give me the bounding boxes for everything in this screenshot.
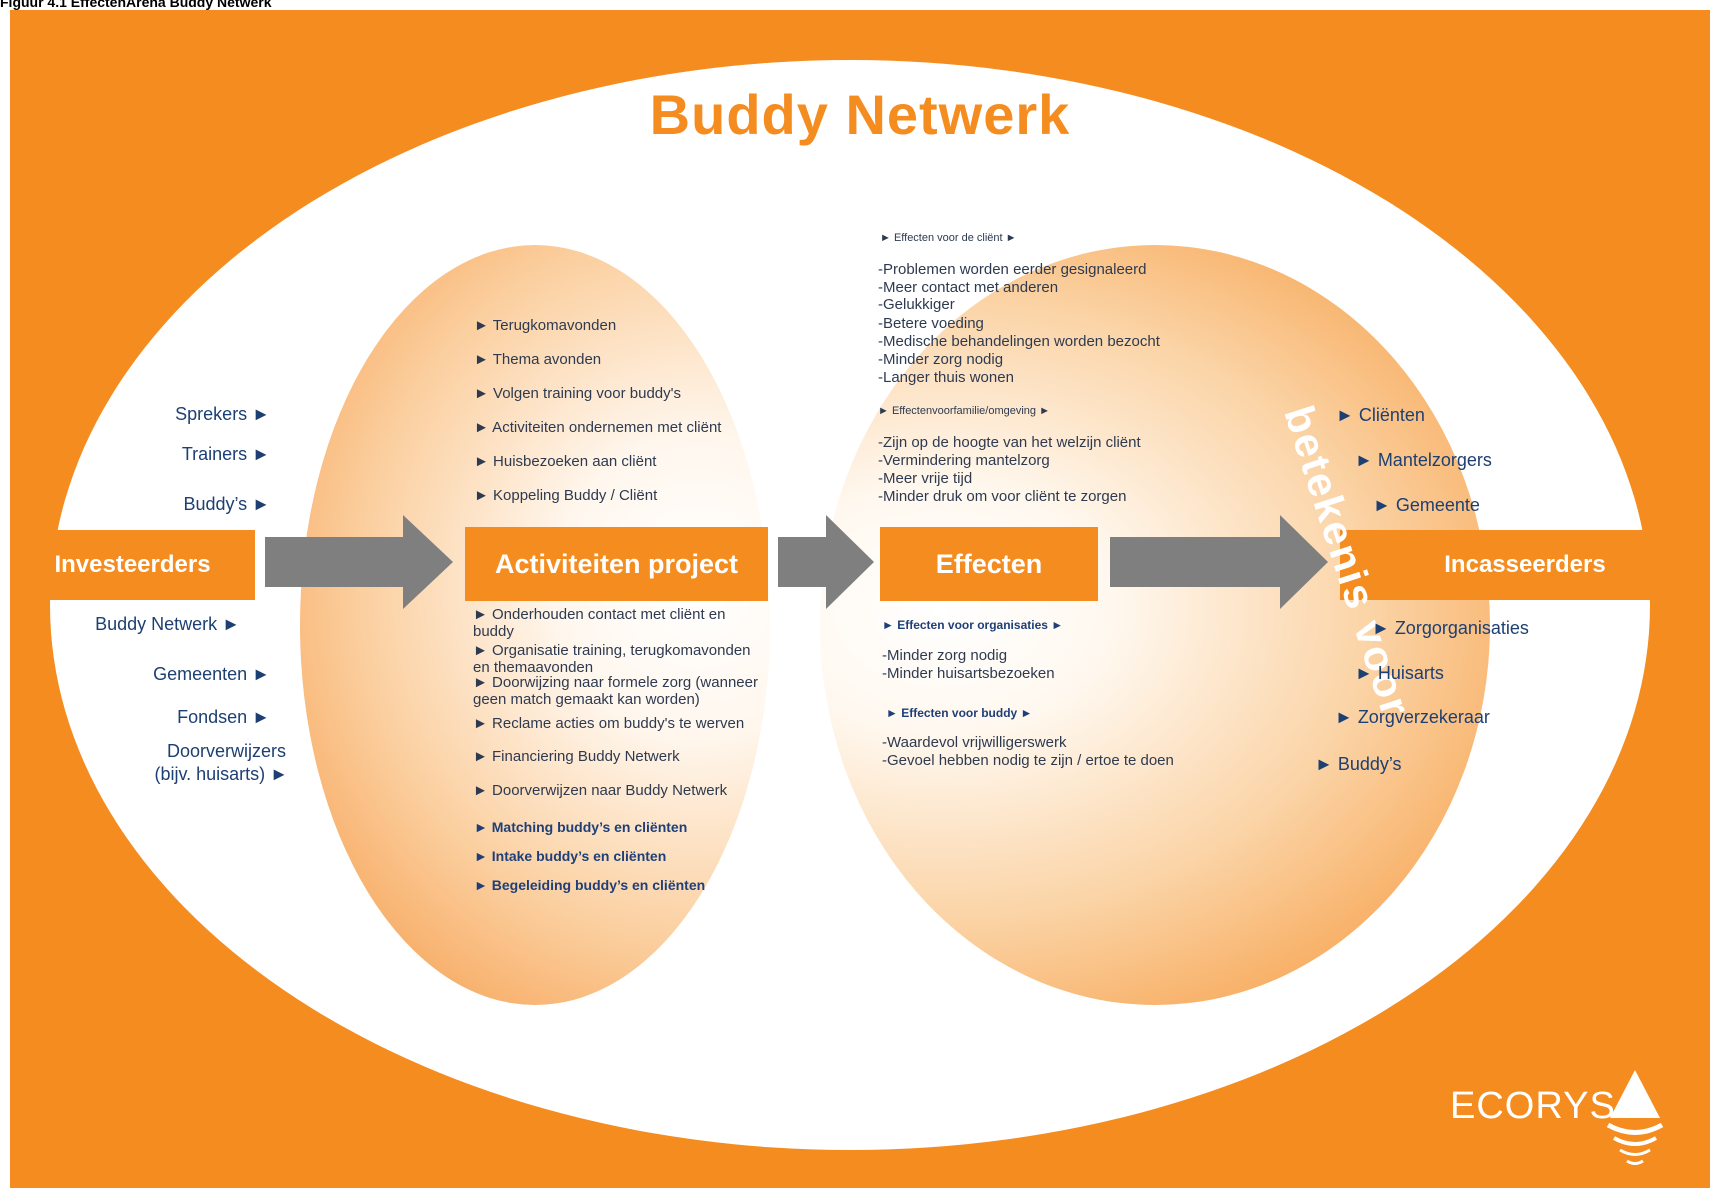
effect-item: -Langer thuis wonen: [878, 369, 1014, 386]
investeerders-box: Investeerders: [10, 530, 255, 600]
receiver-huisarts: ► Huisarts: [1355, 663, 1444, 683]
arrow-investeerders-to-activiteiten: [265, 515, 453, 609]
diagram-frame: Buddy Netwerk Sprekers ► Trainers ► Budd…: [10, 10, 1710, 1188]
receiver-mantelzorgers: ► Mantelzorgers: [1355, 450, 1492, 470]
investor-sprekers: Sprekers ►: [175, 404, 270, 424]
activity-bold-item: ► Matching buddy’s en cliënten: [474, 819, 688, 835]
effect-item: -Meer contact met anderen: [878, 279, 1059, 296]
activiteiten-box: Activiteiten project: [465, 527, 768, 601]
figure-caption: Figuur 4.1 EffectenArena Buddy Netwerk: [0, 0, 272, 10]
activity-item: ► Doorverwijzen naar Buddy Netwerk: [473, 782, 728, 799]
effect-item: -Betere voeding: [878, 315, 984, 332]
effect-item: -Minder huisartsbezoeken: [882, 665, 1055, 682]
effect-item: -Problemen worden eerder gesignaleerd: [878, 261, 1147, 278]
ecorys-logo-text: ECORYS: [1450, 1085, 1616, 1127]
activity-item: ► Volgen training voor buddy's: [474, 385, 682, 402]
investor-buddys: Buddy’s ►: [183, 494, 270, 514]
effect-item: -Minder zorg nodig: [878, 351, 1004, 368]
effect-item: -Minder druk om voor cliënt te zorgen: [878, 488, 1127, 505]
effect-item: -Gevoel hebben nodig te zijn / ertoe te …: [882, 752, 1174, 769]
effects-glow: [820, 245, 1490, 1005]
investor-doorverwijzers: Doorverwijzers: [167, 741, 287, 761]
activity-item: buddy: [473, 623, 514, 640]
activity-bold-item: ► Intake buddy’s en cliënten: [474, 848, 667, 864]
activity-item: ► Organisatie training, terugkomavonden: [473, 642, 751, 659]
effect-item: -Minder zorg nodig: [882, 647, 1008, 664]
investor-trainers: Trainers ►: [181, 444, 270, 464]
investor-buddy-netwerk: Buddy Netwerk ►: [95, 614, 240, 634]
receiver-zorgorganisaties: ► Zorgorganisaties: [1372, 618, 1529, 638]
activity-item: ► Doorwijzing naar formele zorg (wanneer: [473, 674, 758, 691]
ecorys-logo-icon: [1606, 1070, 1664, 1165]
receiver-buddys: ► Buddy’s: [1315, 754, 1402, 774]
activity-bold-item: ► Begeleiding buddy’s en cliënten: [474, 877, 706, 893]
effects-client-heading: ► Effecten voor de cliënt ►: [880, 232, 1017, 244]
effecten-box: Effecten: [880, 527, 1098, 601]
arrow-activiteiten-to-effecten: [778, 515, 874, 609]
receiver-clienten: ► Cliënten: [1336, 405, 1425, 425]
effect-item: -Medische behandelingen worden bezocht: [878, 333, 1160, 350]
diagram-title: Buddy Netwerk: [649, 83, 1071, 146]
activity-item: ► Financiering Buddy Netwerk: [473, 748, 680, 765]
activity-item: ► Reclame acties om buddy's te werven: [473, 715, 745, 732]
activity-item: ► Thema avonden: [474, 351, 602, 368]
receiver-gemeente: ► Gemeente: [1373, 495, 1480, 515]
effect-item: -Meer vrije tijd: [878, 470, 973, 487]
effect-item: -Waardevol vrijwilligerswerk: [882, 734, 1067, 751]
effects-buddy-heading: ► Effecten voor buddy ►: [886, 706, 1033, 720]
effects-org-heading: ► Effecten voor organisaties ►: [882, 618, 1064, 632]
investor-fondsen: Fondsen ►: [177, 707, 270, 727]
activity-item: en themaavonden: [473, 659, 594, 676]
activity-item: ► Activiteiten ondernemen met cliënt: [474, 419, 722, 436]
receiver-zorgverzekeraar: ► Zorgverzekeraar: [1335, 707, 1490, 727]
effect-item: -Gelukkiger: [878, 296, 955, 313]
activity-item: ► Huisbezoeken aan cliënt: [474, 453, 657, 470]
activity-item: ► Onderhouden contact met cliënt en: [473, 606, 726, 623]
activity-item: geen match gemaakt kan worden): [473, 691, 700, 708]
activities-glow: [300, 245, 770, 1005]
arrow-effecten-to-incasseerders: [1110, 515, 1328, 609]
effects-family-heading: ► Effectenvoorfamilie/omgeving ►: [878, 405, 1050, 417]
activity-item: ► Koppeling Buddy / Cliënt: [474, 487, 658, 504]
effect-item: -Zijn op de hoogte van het welzijn cliën…: [878, 434, 1141, 451]
incasseerders-box: Incasseerders: [1340, 530, 1710, 600]
investor-doorverwijzers-note: (bijv. huisarts) ►: [154, 764, 288, 784]
investor-gemeenten: Gemeenten ►: [153, 664, 270, 684]
activity-item: ► Terugkomavonden: [474, 317, 617, 334]
effect-item: -Vermindering mantelzorg: [878, 452, 1050, 469]
